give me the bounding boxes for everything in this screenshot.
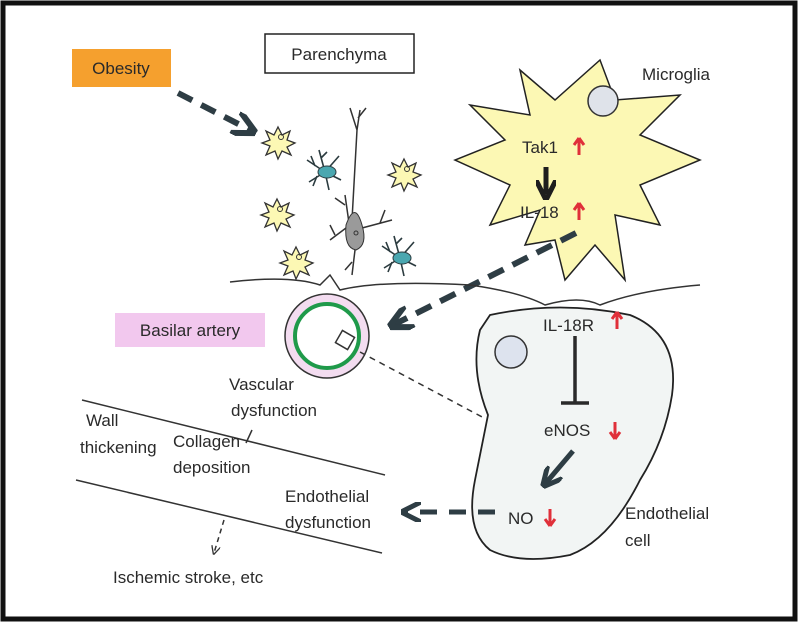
endothelial-cell [471,306,674,560]
zoom-line [359,351,485,419]
artery-cross-section [284,293,370,379]
microglia-label: Microglia [642,65,711,84]
obesity-label: Obesity [92,59,150,78]
il18r-label: IL-18R [543,316,594,335]
obesity-box: Obesity [72,49,171,87]
inhibition-bar [561,336,589,405]
obesity-arrow [176,90,252,131]
il18-to-artery-arrow [393,230,578,325]
vascular-dysfunction-label-1: Vascular [229,375,294,394]
microglia-small-icon [387,158,422,192]
parenchyma-box: Parenchyma [264,33,415,74]
microglia-cell [453,58,702,283]
collagen-deposition-label-2: deposition [173,458,251,477]
wall-thickening-label-2: thickening [80,438,157,457]
vascular-dysfunction-label-2: dysfunction [231,401,317,420]
enos-label: eNOS [544,421,590,440]
membrane-line [229,273,701,306]
bracket-bottom [75,479,383,554]
bracket-tick [245,429,253,444]
bracket-top [81,399,386,476]
endothelial-cell-label-1: Endothelial [625,504,709,523]
neuron-icon [329,107,393,276]
basilar-artery-label: Basilar artery [140,321,241,340]
endothelial-dysfunction-label-1: Endothelial [285,487,369,506]
parenchyma-label: Parenchyma [291,45,387,64]
wall-thickening-label-1: Wall [86,411,118,430]
microglia-nucleus [587,85,619,117]
microglia-small-icon [260,198,295,232]
stroke-arrow [214,519,225,553]
parenchyma-cells [260,107,422,280]
tak1-label: Tak1 [522,138,558,157]
microglia-small-icon [261,126,296,160]
no-label: NO [508,509,534,528]
endothelial-cell-label-2: cell [625,531,651,550]
enos-to-no-arrow [545,449,575,484]
collagen-deposition-label-1: Collagen [173,432,240,451]
ischemic-stroke-label: Ischemic stroke, etc [113,568,264,587]
microglia-small-icon [279,246,314,280]
zoom-square [334,329,356,351]
basilar-artery-box: Basilar artery [115,313,265,347]
endothelial-nucleus [494,335,528,369]
il18-label: IL-18 [520,203,559,222]
endothelial-dysfunction-label-2: dysfunction [285,513,371,532]
